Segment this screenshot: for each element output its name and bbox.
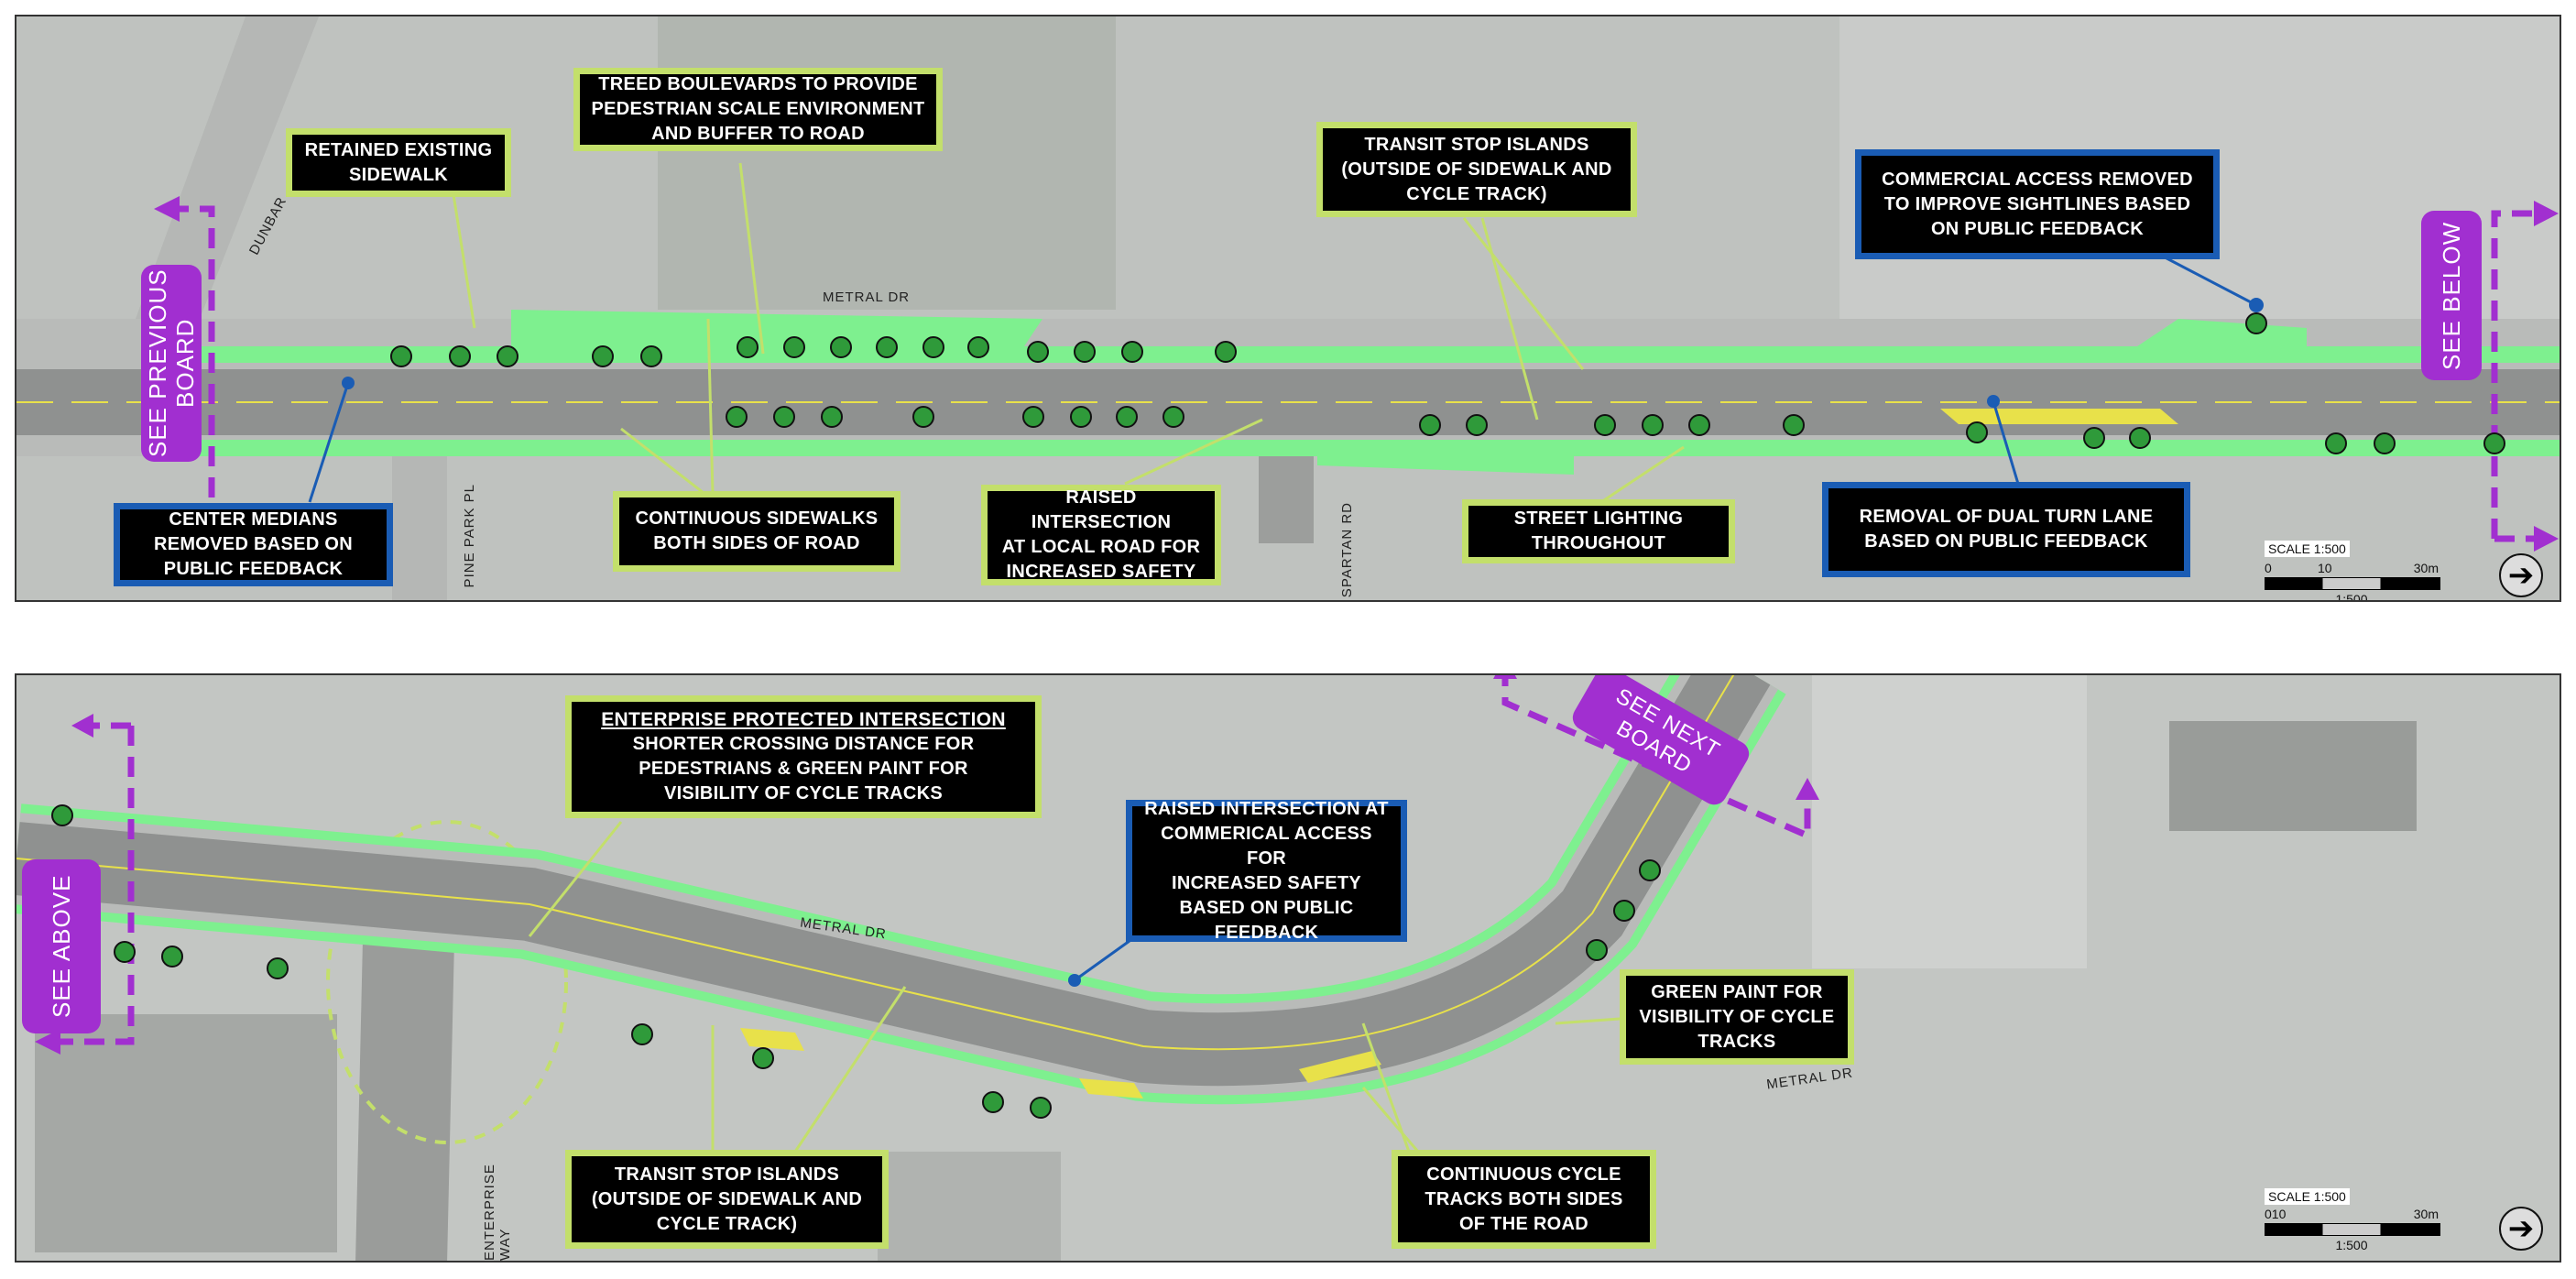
street-tree-icon bbox=[1586, 939, 1608, 961]
see-above-link[interactable]: SEE ABOVE bbox=[22, 859, 101, 1033]
street-tree-icon bbox=[1121, 341, 1143, 363]
street-tree-icon bbox=[161, 946, 183, 967]
street-tree-icon bbox=[2245, 312, 2267, 334]
street-tree-icon bbox=[497, 345, 518, 367]
street-tree-icon bbox=[640, 345, 662, 367]
street-tree-icon bbox=[2129, 427, 2151, 449]
street-tree-icon bbox=[631, 1023, 653, 1045]
street-tree-icon bbox=[1966, 421, 1988, 443]
scale-label: SCALE 1:500 bbox=[2265, 541, 2350, 557]
street-tree-icon bbox=[1027, 341, 1049, 363]
street-tree-icon bbox=[267, 957, 289, 979]
street-tree-icon bbox=[592, 345, 614, 367]
scale-tick: 30m bbox=[2413, 561, 2439, 575]
street-tree-icon bbox=[1030, 1097, 1052, 1119]
street-tree-icon bbox=[1162, 406, 1184, 428]
street-tree-icon bbox=[1070, 406, 1092, 428]
scale-tick: 010 bbox=[2265, 1207, 2287, 1221]
street-tree-icon bbox=[1116, 406, 1138, 428]
street-tree-icon bbox=[114, 941, 136, 963]
street-label-spartan: SPARTAN RD bbox=[1339, 502, 1355, 598]
street-tree-icon bbox=[2374, 432, 2396, 454]
street-tree-icon bbox=[752, 1047, 774, 1069]
street-tree-icon bbox=[1639, 859, 1661, 881]
scale-tick: 10 bbox=[2318, 561, 2332, 575]
top-board-map: SEE PREVIOUS BOARD SEE BELOW DUNBAR METR… bbox=[15, 15, 2561, 602]
see-previous-board-link[interactable]: SEE PREVIOUS BOARD bbox=[141, 265, 202, 462]
street-tree-icon bbox=[1783, 414, 1805, 436]
street-label-pine-park: PINE PARK PL bbox=[462, 484, 477, 588]
scale-ratio: 1:500 bbox=[2335, 592, 2368, 602]
see-below-link[interactable]: SEE BELOW bbox=[2421, 211, 2482, 380]
street-tree-icon bbox=[783, 336, 805, 358]
street-tree-icon bbox=[737, 336, 759, 358]
bottom-road-plan bbox=[16, 675, 2560, 1261]
street-tree-icon bbox=[1688, 414, 1710, 436]
scale-tick: 0 bbox=[2265, 561, 2272, 575]
street-tree-icon bbox=[1022, 406, 1044, 428]
street-tree-icon bbox=[821, 406, 843, 428]
street-tree-icon bbox=[1642, 414, 1664, 436]
street-label-metral: METRAL DR bbox=[823, 290, 911, 305]
street-tree-icon bbox=[51, 804, 73, 826]
scale-tick: 30m bbox=[2413, 1207, 2439, 1221]
street-tree-icon bbox=[1215, 341, 1237, 363]
street-tree-icon bbox=[2083, 427, 2105, 449]
street-label-enterprise: ENTERPRISE WAY bbox=[482, 1164, 513, 1261]
callout-transit-stop-islands-2: TRANSIT STOP ISLANDS(OUTSIDE OF SIDEWALK… bbox=[565, 1150, 889, 1249]
street-tree-icon bbox=[390, 345, 412, 367]
street-tree-icon bbox=[2483, 432, 2505, 454]
scale-bar: SCALE 1:500 010 30m 1:500 bbox=[2265, 1188, 2440, 1252]
street-tree-icon bbox=[982, 1091, 1004, 1113]
street-tree-icon bbox=[773, 406, 795, 428]
street-tree-icon bbox=[967, 336, 989, 358]
north-arrow-icon: ➔ bbox=[2499, 553, 2543, 597]
street-tree-icon bbox=[2325, 432, 2347, 454]
north-arrow-icon: ➔ bbox=[2499, 1207, 2543, 1251]
street-tree-icon bbox=[912, 406, 934, 428]
street-tree-icon bbox=[876, 336, 898, 358]
street-tree-icon bbox=[1419, 414, 1441, 436]
scale-ratio: 1:500 bbox=[2335, 1238, 2368, 1252]
street-tree-icon bbox=[830, 336, 852, 358]
scale-label: SCALE 1:500 bbox=[2265, 1188, 2350, 1205]
street-tree-icon bbox=[1074, 341, 1096, 363]
street-tree-icon bbox=[922, 336, 944, 358]
street-tree-icon bbox=[449, 345, 471, 367]
top-road-plan bbox=[16, 16, 2560, 600]
street-tree-icon bbox=[726, 406, 748, 428]
street-tree-icon bbox=[1466, 414, 1488, 436]
scale-bar: SCALE 1:500 0 10 30m 1:500 bbox=[2265, 541, 2440, 602]
callout-transit-stop-islands: TRANSIT STOP ISLANDS(OUTSIDE OF SIDEWALK… bbox=[1316, 122, 1637, 217]
bottom-board-map: SEE ABOVE SEE NEXT BOARD METRAL DR METRA… bbox=[15, 673, 2561, 1263]
street-tree-icon bbox=[1594, 414, 1616, 436]
street-tree-icon bbox=[1613, 900, 1635, 922]
